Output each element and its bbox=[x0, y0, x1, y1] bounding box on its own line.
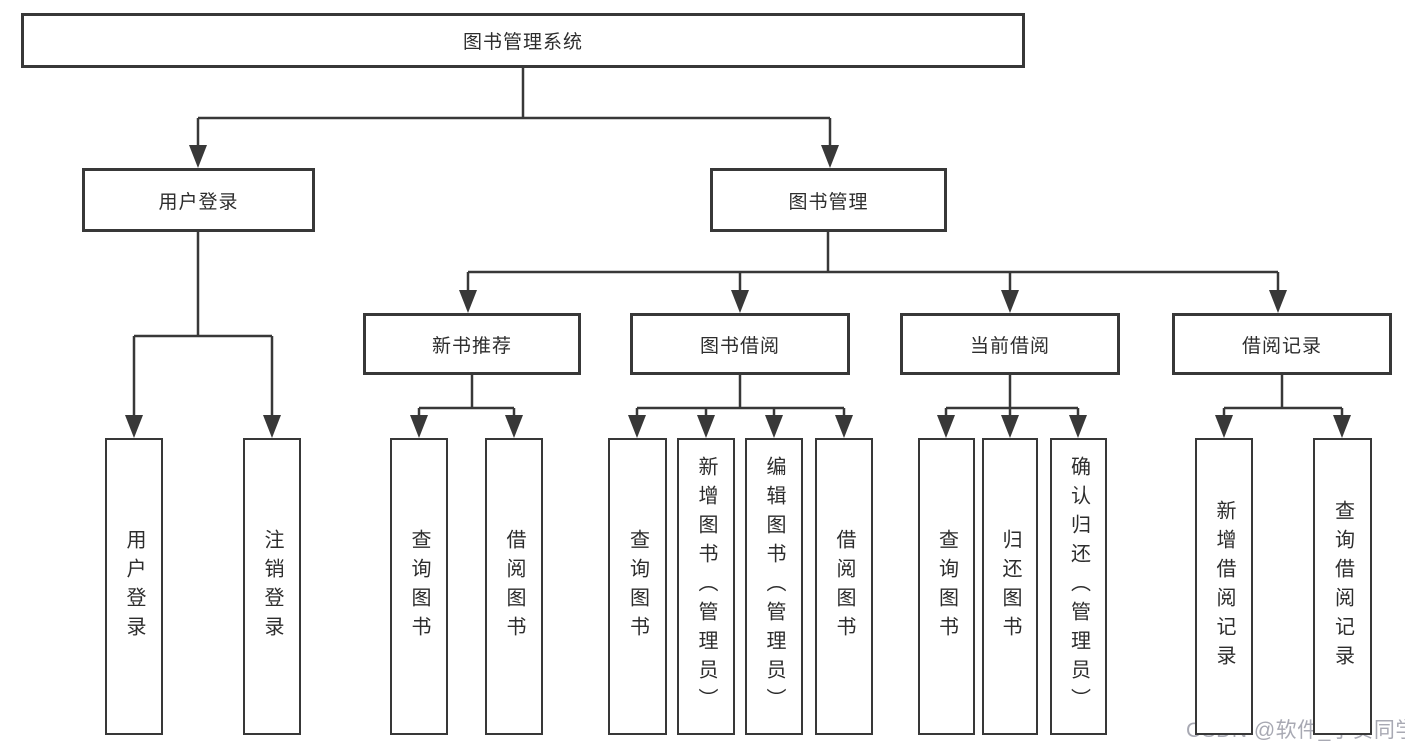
leaf-label: 查询图书 bbox=[626, 528, 649, 645]
node-label: 当前借阅 bbox=[969, 335, 1050, 357]
leaf-label: 新增借阅记录 bbox=[1213, 499, 1235, 674]
node-label: 图书管理 bbox=[788, 191, 869, 213]
leaf-label: 借阅图书 bbox=[833, 528, 855, 645]
leaf-borrow-books: 借阅图书 bbox=[815, 438, 873, 735]
node-current-borrowing: 当前借阅 bbox=[900, 313, 1120, 375]
leaf-return-books: 归还图书 bbox=[982, 438, 1038, 735]
leaf-label: 查询借阅记录 bbox=[1331, 499, 1354, 674]
node-label: 图书借阅 bbox=[699, 335, 780, 357]
node-label: 图书管理系统 bbox=[462, 32, 583, 53]
connector-records-to-leaves bbox=[1215, 375, 1351, 438]
leaf-logout: 注销登录 bbox=[243, 438, 301, 735]
leaf-label: 查询图书 bbox=[935, 528, 958, 645]
node-book-borrowing: 图书借阅 bbox=[630, 313, 850, 375]
leaf-add-book-admin: 新增图书（管理员） bbox=[677, 438, 735, 735]
node-user-login: 用户登录 bbox=[82, 168, 315, 232]
leaf-label: 注销登录 bbox=[261, 528, 283, 645]
leaf-label: 新增图书（管理员） bbox=[695, 456, 717, 717]
leaf-edit-book-admin: 编辑图书（管理员） bbox=[745, 438, 803, 735]
node-label: 用户登录 bbox=[158, 191, 239, 213]
leaf-query-books-newbook: 查询图书 bbox=[390, 438, 448, 735]
node-label: 新书推荐 bbox=[431, 335, 512, 357]
leaf-label: 用户登录 bbox=[123, 528, 145, 645]
leaf-query-books-current: 查询图书 bbox=[918, 438, 975, 735]
node-label: 借阅记录 bbox=[1241, 335, 1322, 357]
leaf-query-books-borrow: 查询图书 bbox=[608, 438, 667, 735]
connector-bookmgmt-to-level3 bbox=[459, 232, 1287, 313]
connector-current-to-leaves bbox=[937, 375, 1087, 438]
node-borrowing-records: 借阅记录 bbox=[1172, 313, 1392, 375]
leaf-label: 确认归还（管理员） bbox=[1067, 456, 1090, 717]
leaf-label: 查询图书 bbox=[408, 528, 430, 645]
leaf-label: 借阅图书 bbox=[503, 528, 525, 645]
connector-newbook-to-leaves bbox=[410, 375, 523, 438]
leaf-label: 归还图书 bbox=[999, 528, 1021, 645]
node-book-management: 图书管理 bbox=[710, 168, 947, 232]
leaf-label: 编辑图书（管理员） bbox=[763, 456, 785, 717]
connector-borrow-to-leaves bbox=[628, 375, 853, 438]
connector-login-to-leaves bbox=[125, 232, 281, 438]
node-library-management-system: 图书管理系统 bbox=[21, 13, 1025, 68]
leaf-query-borrow-record: 查询借阅记录 bbox=[1313, 438, 1372, 735]
leaf-borrow-books-newbook: 借阅图书 bbox=[485, 438, 543, 735]
node-new-book-recommendation: 新书推荐 bbox=[363, 313, 581, 375]
leaf-user-login: 用户登录 bbox=[105, 438, 163, 735]
leaf-add-borrow-record: 新增借阅记录 bbox=[1195, 438, 1253, 735]
connector-root-to-level2 bbox=[189, 68, 839, 168]
leaf-confirm-return-admin: 确认归还（管理员） bbox=[1050, 438, 1107, 735]
